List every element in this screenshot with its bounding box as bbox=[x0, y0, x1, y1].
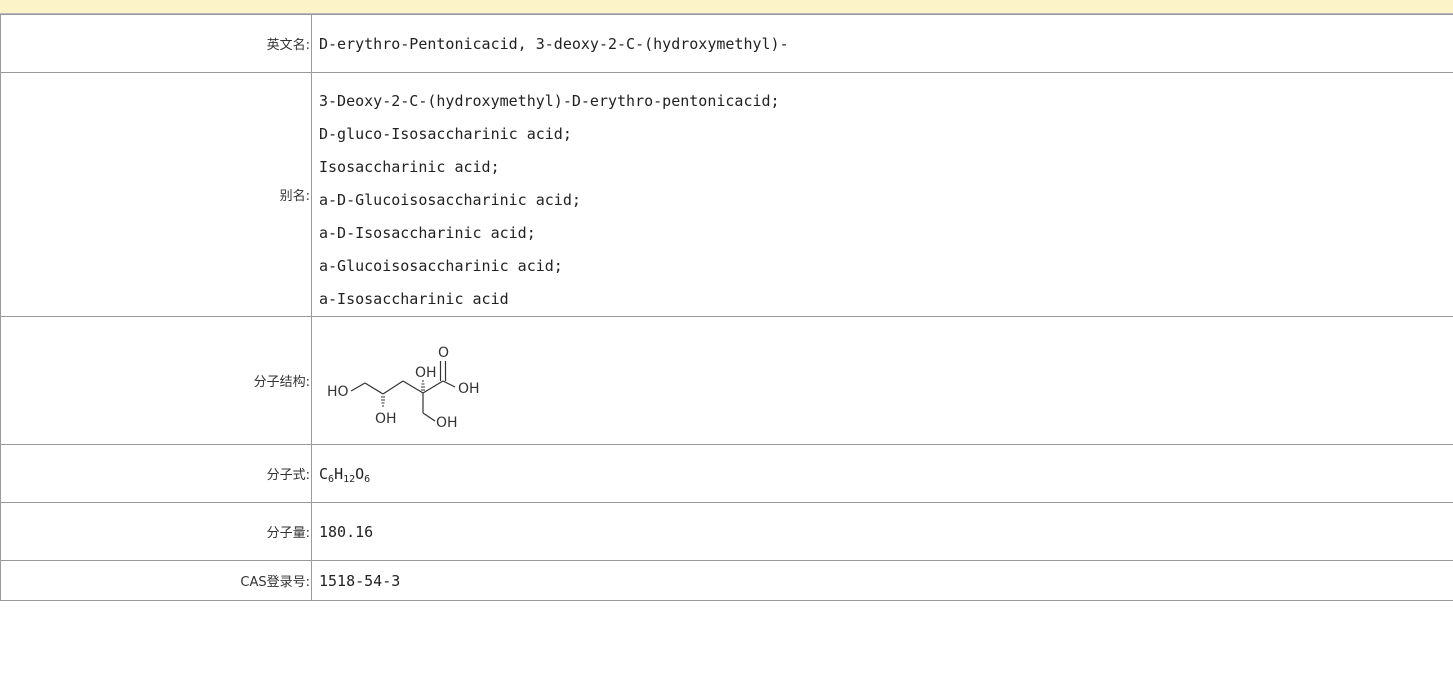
english-name-label: 英文名: bbox=[0, 14, 312, 73]
formula-element: H bbox=[334, 464, 344, 483]
header-bar bbox=[0, 0, 1453, 14]
english-name-row: 英文名: D-erythro-Pentonicacid, 3-deoxy-2-C… bbox=[0, 14, 1453, 73]
atom-label: OH bbox=[436, 415, 458, 431]
synonym-item: a-D-Isosaccharinic acid; bbox=[319, 224, 536, 242]
formula-count: 6 bbox=[364, 473, 371, 485]
molecular-weight-label: 分子量: bbox=[0, 502, 312, 561]
molecular-weight-value: 180.16 bbox=[311, 502, 1453, 561]
atom-label: O bbox=[438, 345, 449, 361]
structure-label: 分子结构: bbox=[0, 316, 312, 445]
molecular-weight-row: 分子量: 180.16 bbox=[0, 502, 1453, 561]
cas-label: CAS登录号: bbox=[0, 560, 312, 601]
formula-count: 6 bbox=[328, 473, 335, 485]
molecular-structure-image: HO OH OH O OH OH bbox=[327, 345, 480, 431]
formula-element: C bbox=[319, 464, 329, 483]
synonym-item: Isosaccharinic acid; bbox=[319, 158, 500, 176]
synonyms-list: 3-Deoxy-2-C-(hydroxymethyl)-D-erythro-pe… bbox=[319, 73, 1453, 316]
synonym-item: a-D-Glucoisosaccharinic acid; bbox=[319, 191, 581, 209]
synonym-item: 3-Deoxy-2-C-(hydroxymethyl)-D-erythro-pe… bbox=[319, 92, 780, 110]
structure-row: 分子结构: bbox=[0, 316, 1453, 445]
compound-info-table: 英文名: D-erythro-Pentonicacid, 3-deoxy-2-C… bbox=[0, 14, 1453, 601]
formula-label: 分子式: bbox=[0, 444, 312, 503]
atom-label: OH bbox=[375, 411, 397, 427]
formula-count: 12 bbox=[343, 473, 356, 485]
english-name-value: D-erythro-Pentonicacid, 3-deoxy-2-C-(hyd… bbox=[311, 14, 1453, 73]
synonyms-cell: 3-Deoxy-2-C-(hydroxymethyl)-D-erythro-pe… bbox=[311, 72, 1453, 317]
formula-row: 分子式: C6H12O6 bbox=[0, 444, 1453, 503]
atom-label: OH bbox=[458, 381, 480, 397]
structure-cell: HO OH OH O OH OH bbox=[311, 316, 1453, 445]
cas-row: CAS登录号: 1518-54-3 bbox=[0, 560, 1453, 601]
synonym-item: D-gluco-Isosaccharinic acid; bbox=[319, 125, 572, 143]
cas-value: 1518-54-3 bbox=[311, 560, 1453, 601]
formula-element: O bbox=[355, 464, 365, 483]
atom-label: HO bbox=[327, 384, 349, 400]
synonyms-label: 别名: bbox=[0, 72, 312, 317]
formula-value: C6H12O6 bbox=[311, 444, 1453, 503]
synonym-item: a-Glucoisosaccharinic acid; bbox=[319, 257, 563, 275]
atom-label: OH bbox=[415, 365, 437, 381]
synonyms-row: 别名: 3-Deoxy-2-C-(hydroxymethyl)-D-erythr… bbox=[0, 72, 1453, 317]
synonym-item: a-Isosaccharinic acid bbox=[319, 290, 509, 308]
